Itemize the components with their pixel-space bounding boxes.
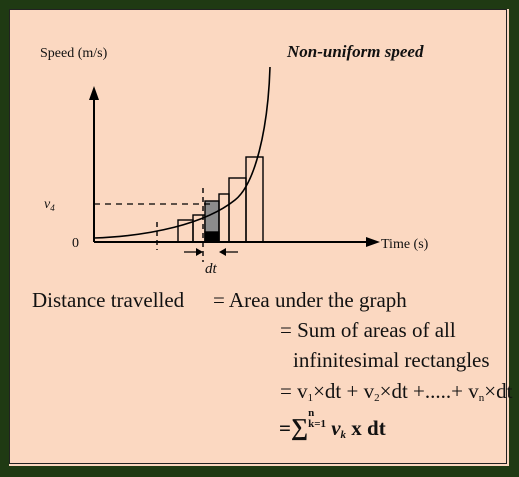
distance-label: Distance travelled [32,288,185,312]
subscript: n [478,392,485,404]
figure-panel [9,9,507,464]
chart-title: Non-uniform speed [286,42,424,61]
v-symbol: v [331,416,341,440]
x-axis-arrowhead [366,237,380,247]
sum-lower-limit: k=1 [308,418,326,430]
vk-term: vk [331,416,347,441]
subscript: 1 [307,392,314,404]
rectangle [245,156,264,243]
rectangle [228,177,247,243]
dt-arrowhead-left [196,248,203,256]
rectangle-base-highlight [204,231,220,243]
sum-of-areas-line: = Sum of areas of all [280,318,456,342]
dt-arrowhead-right [219,248,226,256]
x-axis-label: Time (s) [381,237,429,252]
times-dt: x dt [346,416,386,440]
subscript: 2 [374,392,380,404]
origin-label: 0 [72,236,79,251]
k-subscript: k [340,429,347,441]
area-under-graph-line: = Area under the graph [213,288,407,312]
y-axis-arrowhead [89,86,99,100]
sum-upper-limit: n [308,407,315,419]
dt-label: dt [205,261,218,277]
formula-part: ×dt [484,379,513,403]
equals-sign: = [279,416,291,440]
rectangle [218,193,230,243]
v4-label: v4 [44,197,55,213]
formula-part: ×dt +.....+ v [379,379,479,403]
formula-part: = v [280,379,308,403]
y-axis-label: Speed (m/s) [40,46,108,61]
sigma-symbol: ∑ [290,415,309,441]
infinitesimal-rectangles-line: infinitesimal rectangles [293,348,490,372]
formula-part: ×dt + v [313,379,375,403]
area-rectangles [177,156,264,243]
speed-curve [93,66,271,239]
velocity-sum-line: = v1×dt + v2×dt +.....+ vn×dt [280,381,512,404]
